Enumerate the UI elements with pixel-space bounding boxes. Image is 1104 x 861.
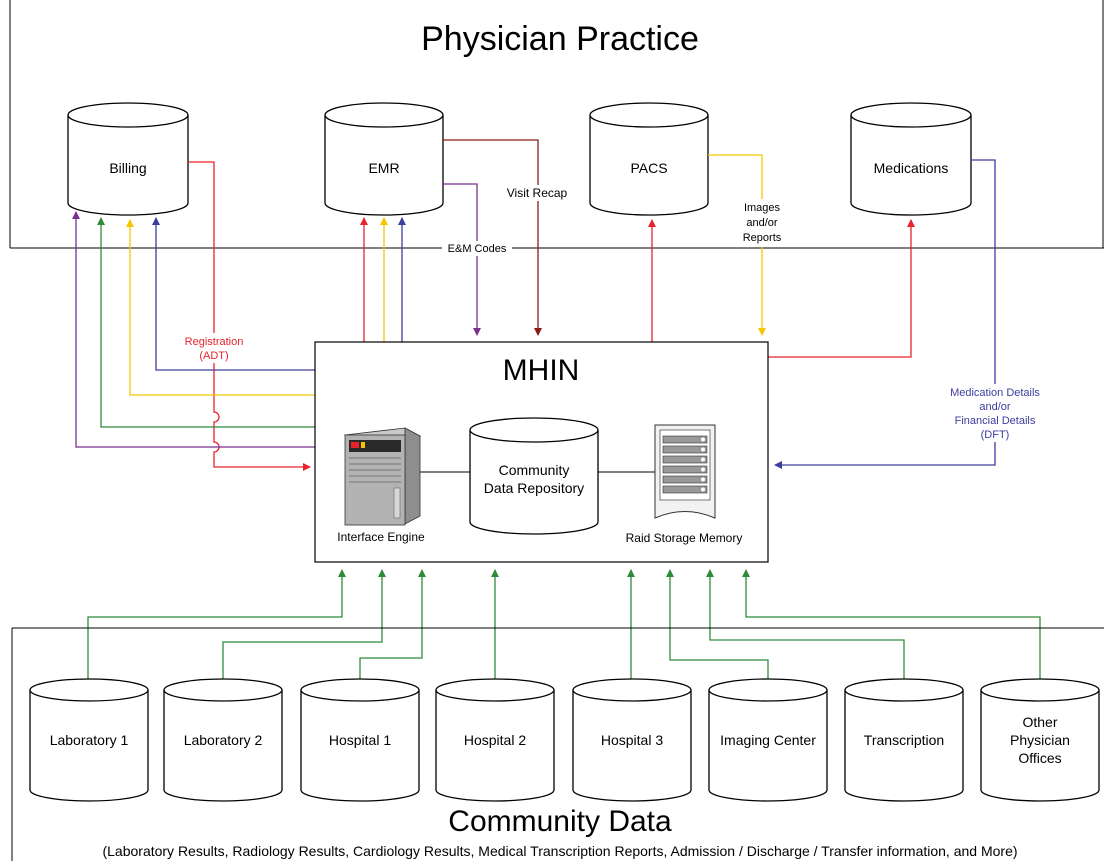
cylinder-top	[300, 678, 420, 702]
community-flows	[87, 569, 1041, 690]
registration-label-line1: Registration	[185, 336, 244, 348]
em-codes-label: E&M Codes	[448, 243, 507, 255]
community-data-title: Community Data	[448, 805, 672, 838]
transcription-label-line1: Transcription	[864, 732, 944, 748]
visit-recap-label-group: Visit Recap	[505, 185, 569, 201]
hospital-2-label-line1: Hospital 2	[464, 732, 526, 748]
billing-green-flow	[97, 217, 315, 428]
laboratory-1-database: Laboratory 1	[29, 678, 149, 802]
raid-storage-label: Raid Storage Memory	[626, 531, 743, 545]
billing-purple-flow	[72, 211, 315, 448]
cylinder-body	[980, 690, 1100, 802]
registration-label-group: Registration (ADT)	[176, 333, 252, 363]
em-codes-flow	[443, 183, 481, 336]
images-flow	[708, 154, 766, 336]
physician-practice-region: Physician Practice	[9, 0, 1104, 249]
interface-engine-label: Interface Engine	[337, 530, 425, 544]
community-sources: Laboratory 1 Laboratory 2 Hospital 1 Hospit…	[29, 678, 1100, 802]
cylinder-body	[844, 690, 964, 802]
repository-label-line1: Community	[499, 462, 570, 478]
medication-details-line1: Medication Details	[950, 387, 1040, 399]
other-offices-flow	[742, 569, 1041, 690]
laboratory-1-flow	[87, 569, 346, 690]
other-physician-offices-label-line2: Physician	[1010, 732, 1070, 748]
images-label-line3: Reports	[743, 232, 782, 244]
visit-recap-label: Visit Recap	[507, 186, 568, 200]
community-data-region: Community Data (Laboratory Results, Radi…	[11, 627, 1104, 861]
billing-label: Billing	[109, 160, 146, 176]
transcription-database: Transcription	[844, 678, 964, 802]
hospital-1-database: Hospital 1	[300, 678, 420, 802]
interface-engine-server-icon	[343, 427, 422, 526]
cylinder-top	[708, 678, 828, 702]
transcription-flow	[706, 569, 905, 690]
community-data-subtitle: (Laboratory Results, Radiology Results, …	[102, 843, 1017, 859]
medication-details-flow	[774, 159, 996, 469]
cylinder-body	[572, 690, 692, 802]
emr-label: EMR	[368, 160, 399, 176]
imaging-center-database: Imaging Center	[708, 678, 828, 802]
cylinder-top	[980, 678, 1100, 702]
other-physician-offices-label-line3: Offices	[1018, 750, 1061, 766]
cylinder-top	[29, 678, 149, 702]
emr-database: EMR	[324, 102, 444, 216]
cylinder-body	[29, 690, 149, 802]
cylinder-top	[572, 678, 692, 702]
registration-label-line2: (ADT)	[199, 350, 228, 362]
other-physician-offices-label-line1: Other	[1022, 714, 1057, 730]
billing-database: Billing	[67, 102, 189, 216]
em-codes-label-group: E&M Codes	[442, 241, 512, 256]
visit-recap-flow	[443, 139, 542, 336]
medication-details-label-group: Medication Details and/or Financial Deta…	[940, 384, 1052, 442]
billing-yellow-flow	[126, 219, 315, 396]
cylinder-top	[844, 678, 964, 702]
images-reports-label-group: Images and/or Reports	[734, 199, 790, 247]
billing-blue-flow	[152, 217, 315, 371]
physician-practice-title: Physician Practice	[421, 20, 699, 58]
cylinder-body	[163, 690, 283, 802]
laboratory-1-label-line1: Laboratory 1	[50, 732, 129, 748]
pacs-label: PACS	[630, 160, 667, 176]
cylinder-top	[435, 678, 555, 702]
raid-storage-icon	[654, 424, 716, 519]
laboratory-2-flow	[222, 569, 386, 690]
registration-flow	[188, 161, 311, 471]
cylinder-body	[435, 690, 555, 802]
imaging-center-flow	[666, 569, 769, 690]
hospital-1-flow	[359, 569, 426, 690]
medications-red-flow	[768, 219, 915, 358]
cylinder-body	[300, 690, 420, 802]
medications-database: Medications	[850, 102, 972, 216]
repository-label-line2: Data Repository	[484, 480, 584, 496]
laboratory-2-database: Laboratory 2	[163, 678, 283, 802]
medication-details-line3: Financial Details	[955, 415, 1036, 427]
cylinder-body	[708, 690, 828, 802]
medication-details-line2: and/or	[979, 401, 1011, 413]
community-data-repository: Community Data Repository	[469, 417, 599, 535]
hospital-3-label-line1: Hospital 3	[601, 732, 663, 748]
hospital-3-database: Hospital 3	[572, 678, 692, 802]
images-label-line1: Images	[744, 202, 781, 214]
cylinder-top	[163, 678, 283, 702]
hospital-2-database: Hospital 2	[435, 678, 555, 802]
pacs-database: PACS	[589, 102, 709, 216]
mhin-box: MHIN Interface Engine Community Data Rep…	[314, 341, 769, 563]
mhin-title: MHIN	[503, 354, 580, 387]
hospital-1-label-line1: Hospital 1	[329, 732, 391, 748]
images-label-line2: and/or	[746, 217, 778, 229]
medication-details-line4: (DFT)	[981, 429, 1010, 441]
medications-label: Medications	[874, 160, 949, 176]
laboratory-2-label-line1: Laboratory 2	[184, 732, 263, 748]
imaging-center-label-line1: Imaging Center	[720, 732, 816, 748]
